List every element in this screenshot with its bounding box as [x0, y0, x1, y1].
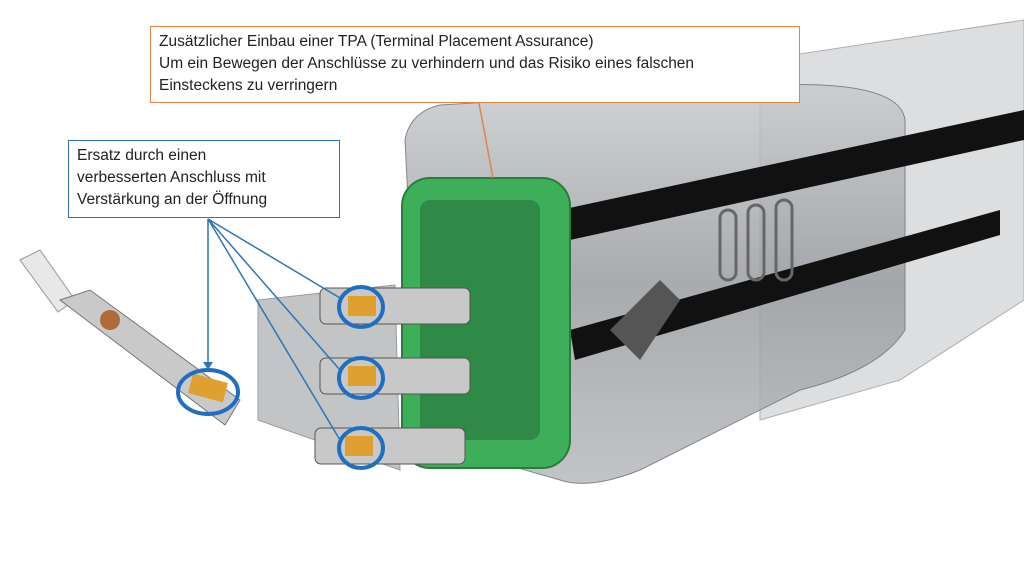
callout-line: Um ein Bewegen der Anschlüsse zu verhind… — [159, 55, 695, 72]
terminal-leader-lines — [207, 218, 341, 441]
logo-mark — [610, 280, 680, 360]
cable-stripe — [560, 110, 1024, 240]
callout-line: Zusätzlicher Einbau einer TPA (Terminal … — [159, 33, 594, 50]
cable-stripe — [570, 210, 1000, 360]
callout-line: verbesserten Anschluss mit — [77, 169, 266, 186]
terminal-callout: Ersatz durch einen verbesserten Anschlus… — [68, 140, 340, 218]
tpa-leader-line — [478, 102, 494, 179]
callout-line: Einsteckens zu verringern — [159, 77, 338, 94]
terminals — [314, 287, 471, 465]
callout-line: Verstärkung an der Öffnung — [77, 191, 268, 208]
tpa-callout: Zusätzlicher Einbau einer TPA (Terminal … — [150, 26, 800, 103]
single-terminal — [19, 249, 241, 426]
callout-line: Ersatz durch einen — [77, 147, 207, 164]
